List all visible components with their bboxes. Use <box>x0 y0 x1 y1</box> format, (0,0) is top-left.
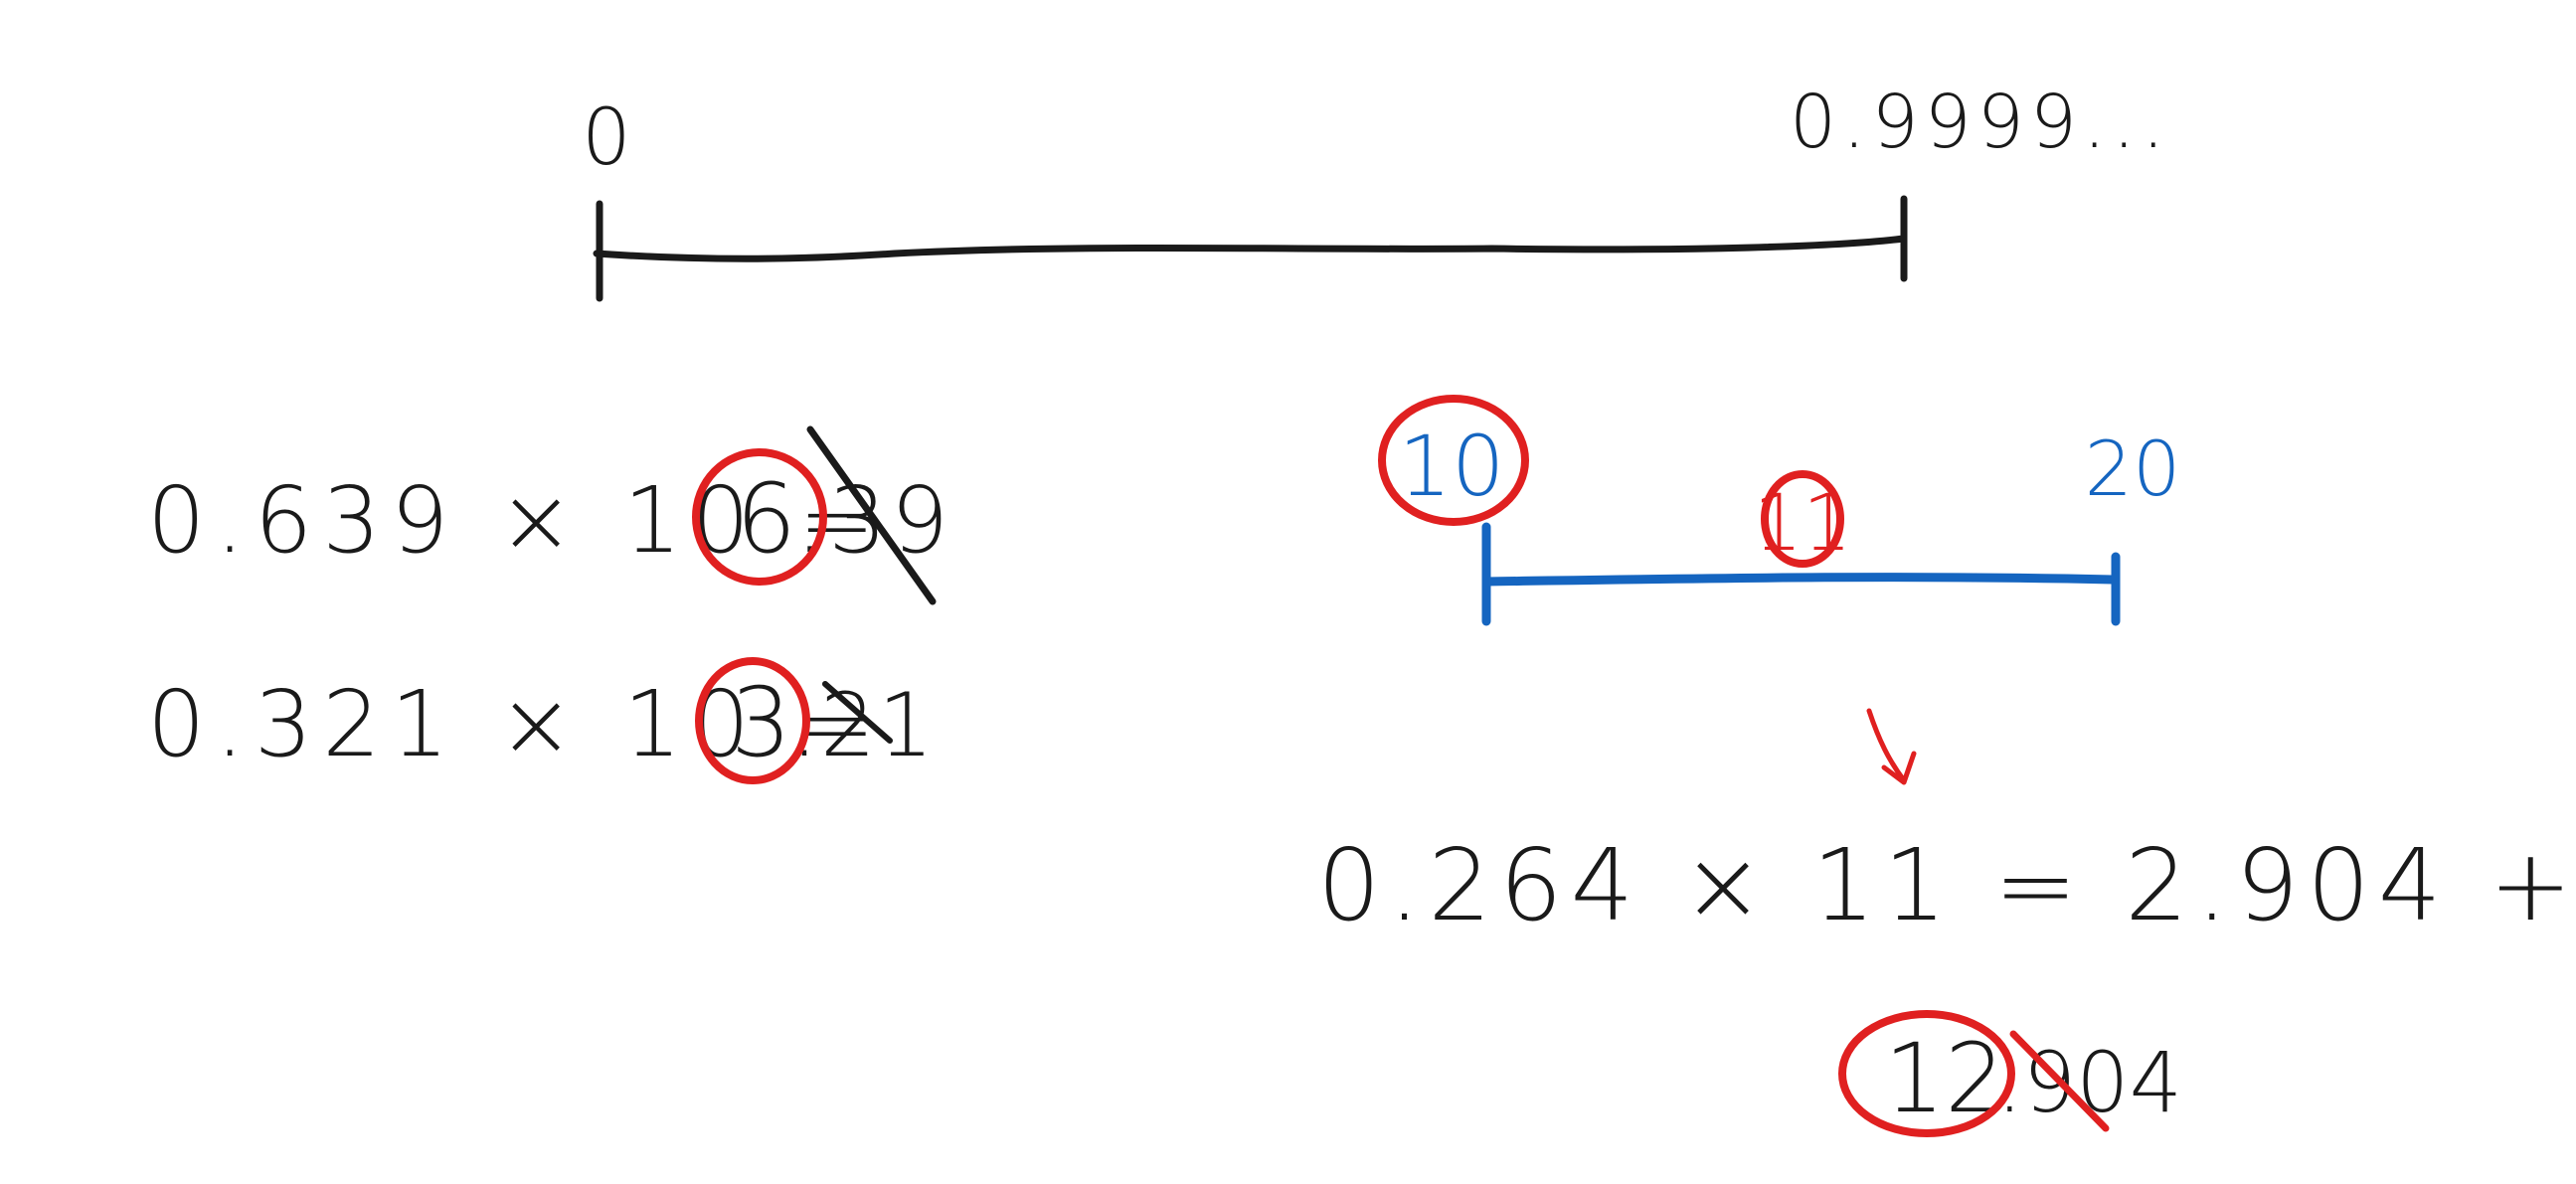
equation-3-integer-circle <box>1838 1010 2015 1137</box>
equation-2-decimal-strike <box>822 681 893 744</box>
equation-1-decimal-strike <box>806 425 937 605</box>
top-line-right-label: 0.9999... <box>1790 80 2171 165</box>
top-number-line: 0 0.9999... <box>582 80 2171 302</box>
arrow-icon <box>1866 708 1917 785</box>
equation-1-integer-circle <box>692 448 827 586</box>
blue-line-axis <box>1481 573 2118 587</box>
blue-line-left-circle <box>1378 395 1529 526</box>
equation-1-integer-part: 6 <box>736 463 796 575</box>
equation-1: 0.639 × 10 = 6 .39 <box>147 425 948 605</box>
equation-2-integer-part: 3 <box>731 667 791 778</box>
equation-2: 0.321 × 10 = 3 .21 <box>147 657 936 784</box>
equation-2-lhs: 0.321 × 10 = <box>147 671 885 777</box>
equation-3-lhs: 0.264 × 11 = 2.904 + 10 = <box>1317 827 2576 943</box>
equation-1-lhs: 0.639 × 10 = <box>147 467 885 574</box>
equation-2-decimal-part: .21 <box>790 674 936 776</box>
equation-2-integer-circle <box>695 657 810 784</box>
blue-line-right-label: 20 <box>2085 424 2181 513</box>
top-line-left-label: 0 <box>582 93 631 183</box>
equation-3-decimal-strike <box>2009 1030 2110 1132</box>
equation-3: 0.264 × 11 = 2.904 + 10 = 12 .904 <box>1317 827 2576 1137</box>
blue-line-left-label: 10 <box>1399 418 1505 515</box>
blue-line-middle-circle <box>1761 470 1844 568</box>
top-line-axis <box>593 235 1908 262</box>
blue-number-line: 10 11 20 <box>1378 395 2181 785</box>
